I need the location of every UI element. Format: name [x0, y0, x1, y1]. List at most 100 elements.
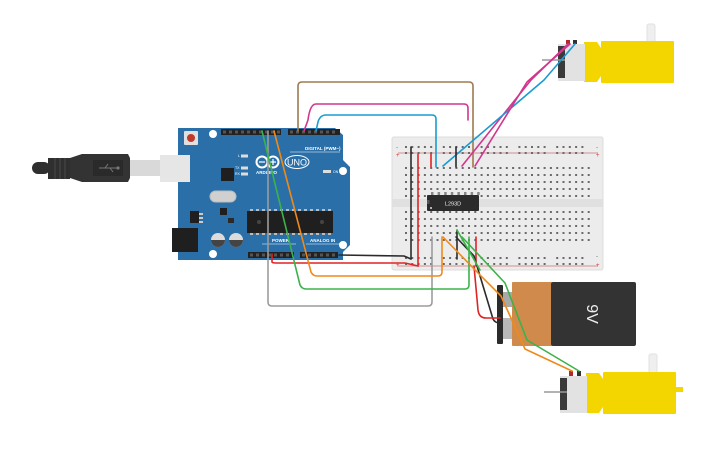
- breadboard-hole[interactable]: [505, 167, 508, 169]
- breadboard-hole[interactable]: [549, 188, 552, 190]
- breadboard-hole[interactable]: [430, 167, 433, 169]
- breadboard-hole[interactable]: [556, 146, 559, 148]
- breadboard-hole[interactable]: [512, 188, 515, 190]
- breadboard-hole[interactable]: [575, 232, 578, 234]
- breadboard-hole[interactable]: [568, 152, 571, 154]
- breadboard-hole[interactable]: [581, 167, 584, 169]
- breadboard-hole[interactable]: [531, 174, 533, 176]
- breadboard-hole[interactable]: [556, 167, 559, 169]
- breadboard-hole[interactable]: [436, 181, 439, 183]
- breadboard-hole[interactable]: [518, 181, 521, 183]
- wire-red-battery[interactable]: [473, 265, 501, 319]
- breadboard-hole[interactable]: [518, 218, 521, 220]
- breadboard-hole[interactable]: [442, 188, 445, 190]
- breadboard-hole[interactable]: [518, 152, 521, 154]
- breadboard-hole[interactable]: [524, 211, 527, 213]
- breadboard-hole[interactable]: [449, 218, 452, 220]
- breadboard-hole[interactable]: [417, 152, 420, 154]
- breadboard-hole[interactable]: [493, 195, 496, 197]
- breadboard-hole[interactable]: [575, 239, 578, 241]
- breadboard-hole[interactable]: [411, 232, 414, 234]
- breadboard-hole[interactable]: [575, 195, 578, 197]
- breadboard-hole[interactable]: [461, 218, 464, 220]
- breadboard-hole[interactable]: [518, 232, 521, 234]
- breadboard-hole[interactable]: [486, 239, 489, 241]
- breadboard-hole[interactable]: [568, 211, 571, 213]
- breadboard-hole[interactable]: [537, 239, 540, 241]
- breadboard-hole[interactable]: [423, 181, 426, 183]
- breadboard-hole[interactable]: [486, 167, 489, 169]
- breadboard-hole[interactable]: [411, 167, 414, 169]
- breadboard-hole[interactable]: [549, 195, 552, 197]
- breadboard-hole[interactable]: [537, 263, 540, 265]
- breadboard-hole[interactable]: [543, 167, 546, 169]
- breadboard-hole[interactable]: [423, 225, 426, 227]
- breadboard-hole[interactable]: [423, 257, 426, 259]
- reset-button-cap[interactable]: [187, 134, 195, 142]
- wire-magenta-1[interactable]: [303, 103, 469, 132]
- breadboard-hole[interactable]: [524, 195, 527, 197]
- breadboard-hole[interactable]: [499, 188, 502, 190]
- breadboard-hole[interactable]: [468, 218, 470, 220]
- breadboard-hole[interactable]: [442, 225, 445, 227]
- battery-9v[interactable]: 9V: [497, 282, 636, 346]
- breadboard-hole[interactable]: [505, 225, 508, 227]
- breadboard-hole[interactable]: [581, 174, 584, 176]
- breadboard-hole[interactable]: [499, 211, 502, 213]
- breadboard-hole[interactable]: [499, 174, 502, 176]
- breadboard-hole[interactable]: [480, 181, 483, 183]
- breadboard-hole[interactable]: [562, 152, 565, 154]
- breadboard-hole[interactable]: [411, 211, 414, 213]
- breadboard-hole[interactable]: [587, 218, 590, 220]
- breadboard-hole[interactable]: [562, 181, 565, 183]
- breadboard-hole[interactable]: [423, 239, 426, 241]
- breadboard-hole[interactable]: [442, 263, 445, 265]
- breadboard-hole[interactable]: [468, 152, 470, 154]
- breadboard-hole[interactable]: [568, 257, 571, 259]
- breadboard-hole[interactable]: [468, 167, 470, 169]
- wire-blue-2[interactable]: [442, 43, 576, 167]
- breadboard-hole[interactable]: [499, 167, 502, 169]
- breadboard-hole[interactable]: [531, 218, 533, 220]
- breadboard-hole[interactable]: [581, 146, 584, 148]
- breadboard-hole[interactable]: [575, 181, 578, 183]
- breadboard-hole[interactable]: [549, 174, 552, 176]
- breadboard-hole[interactable]: [455, 174, 458, 176]
- breadboard-hole[interactable]: [411, 239, 414, 241]
- breadboard-hole[interactable]: [411, 181, 414, 183]
- breadboard-hole[interactable]: [543, 263, 546, 265]
- breadboard-hole[interactable]: [430, 152, 433, 154]
- breadboard-hole[interactable]: [449, 152, 452, 154]
- breadboard-hole[interactable]: [505, 257, 508, 259]
- breadboard-hole[interactable]: [581, 239, 584, 241]
- breadboard-hole[interactable]: [480, 225, 483, 227]
- breadboard-hole[interactable]: [568, 146, 571, 148]
- dc-motor-1[interactable]: [542, 23, 674, 83]
- breadboard-hole[interactable]: [568, 167, 571, 169]
- breadboard-hole[interactable]: [531, 211, 533, 213]
- breadboard-hole[interactable]: [493, 152, 496, 154]
- breadboard-hole[interactable]: [531, 146, 533, 148]
- breadboard-hole[interactable]: [549, 239, 552, 241]
- breadboard-hole[interactable]: [486, 152, 489, 154]
- breadboard-hole[interactable]: [493, 174, 496, 176]
- breadboard-hole[interactable]: [480, 174, 483, 176]
- breadboard-hole[interactable]: [587, 181, 590, 183]
- breadboard-hole[interactable]: [531, 167, 533, 169]
- breadboard-hole[interactable]: [537, 188, 540, 190]
- breadboard-hole[interactable]: [518, 188, 521, 190]
- breadboard-hole[interactable]: [461, 152, 464, 154]
- breadboard-hole[interactable]: [474, 181, 477, 183]
- breadboard-hole[interactable]: [430, 225, 433, 227]
- breadboard-hole[interactable]: [531, 195, 533, 197]
- breadboard-hole[interactable]: [575, 188, 578, 190]
- breadboard-hole[interactable]: [543, 232, 546, 234]
- breadboard-hole[interactable]: [543, 188, 546, 190]
- breadboard-hole[interactable]: [581, 218, 584, 220]
- breadboard-hole[interactable]: [556, 174, 559, 176]
- breadboard-hole[interactable]: [423, 232, 426, 234]
- breadboard-hole[interactable]: [587, 188, 590, 190]
- breadboard-hole[interactable]: [524, 152, 527, 154]
- breadboard-hole[interactable]: [562, 218, 565, 220]
- breadboard-hole[interactable]: [405, 152, 407, 154]
